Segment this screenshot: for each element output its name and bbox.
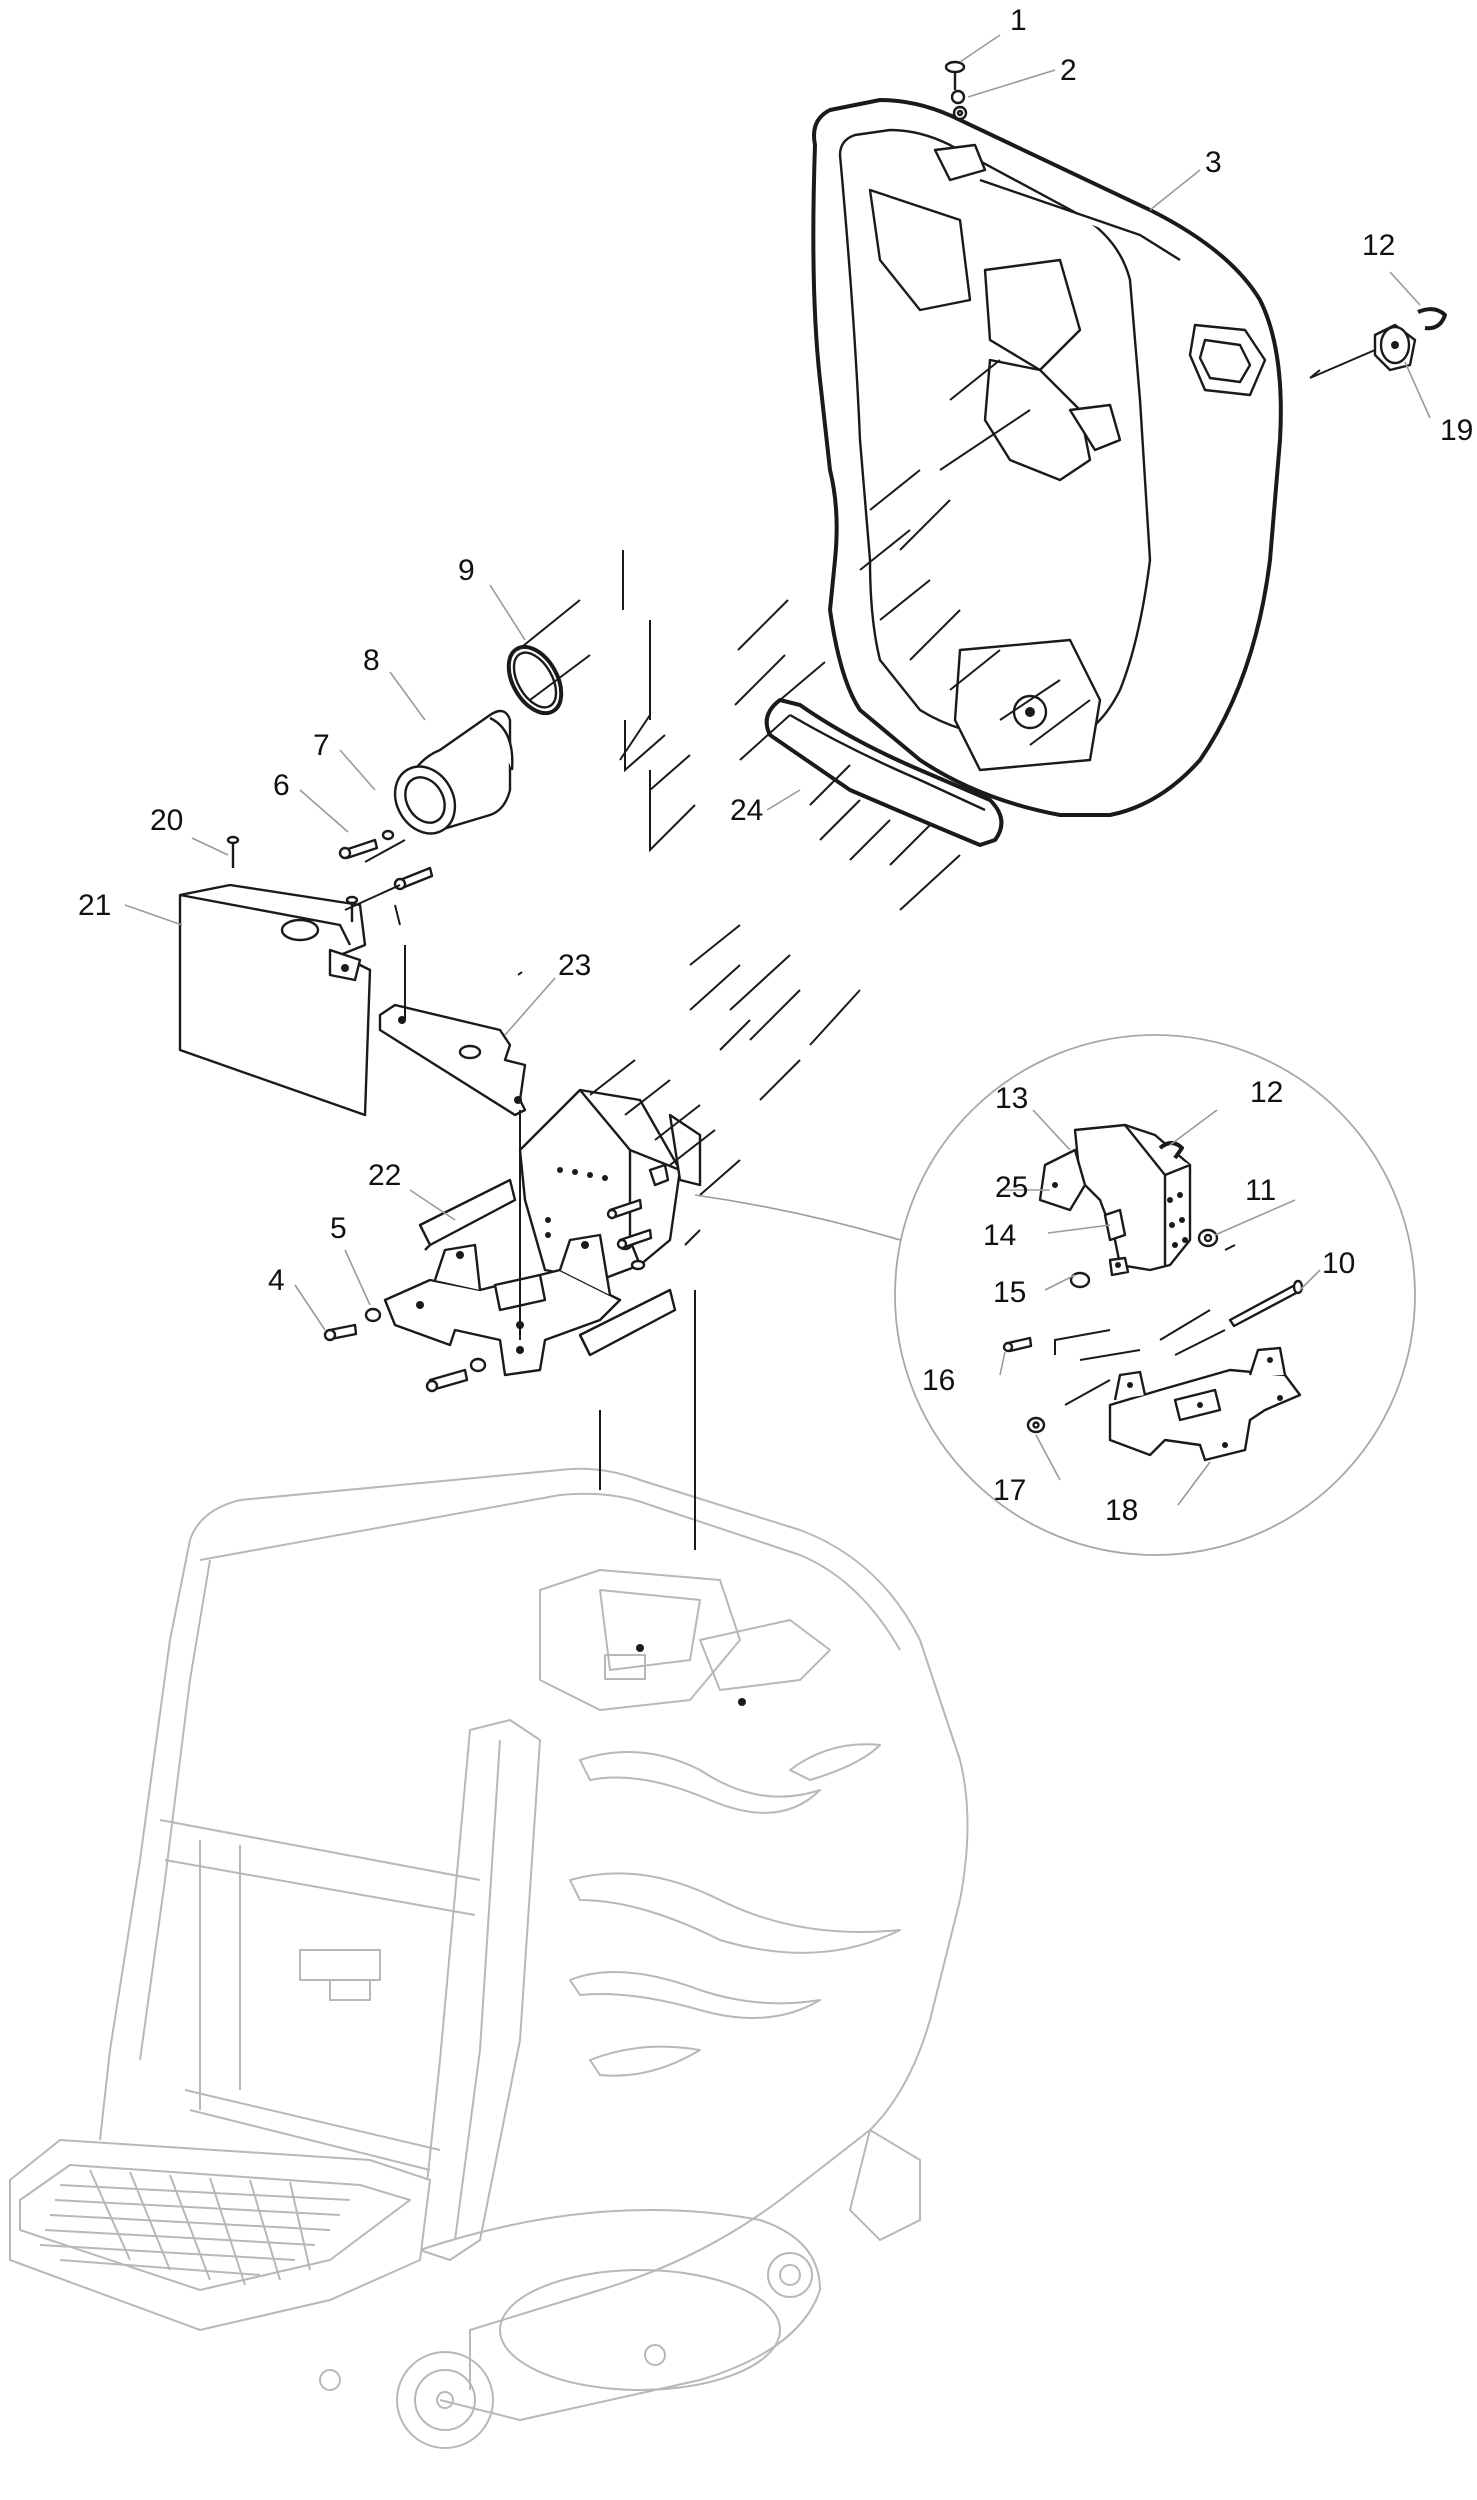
support-bracket bbox=[378, 1003, 527, 1117]
slide-rails bbox=[418, 1178, 677, 1357]
pivot-sleeve bbox=[393, 709, 514, 835]
callout-24: 24 bbox=[730, 794, 763, 827]
seat-screw-assembly bbox=[944, 60, 968, 121]
detail-view bbox=[694, 1034, 1416, 1556]
fasteners bbox=[226, 829, 653, 1393]
seat-shell bbox=[811, 98, 1283, 817]
callout-4: 4 bbox=[268, 1264, 285, 1297]
callout-1: 1 bbox=[1010, 4, 1027, 37]
callout-12a: 12 bbox=[1362, 229, 1395, 262]
callout-8: 8 bbox=[363, 644, 380, 677]
callout-13: 13 bbox=[995, 1082, 1028, 1115]
callout-6: 6 bbox=[273, 769, 290, 802]
callout-15: 15 bbox=[993, 1276, 1026, 1309]
callout-18: 18 bbox=[1105, 1494, 1138, 1527]
alignment-lines bbox=[344, 349, 1376, 1550]
callout-5: 5 bbox=[330, 1212, 347, 1245]
seat-hinge-bracket bbox=[518, 1088, 702, 1282]
callout-10: 10 bbox=[1322, 1247, 1355, 1280]
callout-17: 17 bbox=[993, 1474, 1026, 1507]
callout-21: 21 bbox=[78, 889, 111, 922]
callout-22: 22 bbox=[368, 1159, 401, 1192]
callout-20: 20 bbox=[150, 804, 183, 837]
callout-12b: 12 bbox=[1250, 1076, 1283, 1109]
callout-7: 7 bbox=[313, 729, 330, 762]
callout-25: 25 bbox=[995, 1171, 1028, 1204]
callout-14: 14 bbox=[983, 1219, 1016, 1252]
callout-9: 9 bbox=[458, 554, 475, 587]
callout-19: 19 bbox=[1440, 414, 1473, 447]
callout-labels: 1 2 3 4 5 6 7 8 9 10 11 12 12 13 14 15 1… bbox=[78, 4, 1473, 1527]
callout-16: 16 bbox=[922, 1364, 955, 1397]
leader-lines bbox=[124, 34, 1431, 1506]
o-ring bbox=[506, 644, 564, 716]
callout-23: 23 bbox=[558, 949, 591, 982]
adjustment-knob bbox=[1373, 307, 1447, 372]
callout-2: 2 bbox=[1060, 54, 1077, 87]
machine-body bbox=[9, 1467, 969, 2449]
base-bracket bbox=[383, 1233, 622, 1377]
callout-11: 11 bbox=[1245, 1174, 1276, 1207]
callout-3: 3 bbox=[1205, 146, 1222, 179]
mounting-plate bbox=[178, 883, 372, 1117]
